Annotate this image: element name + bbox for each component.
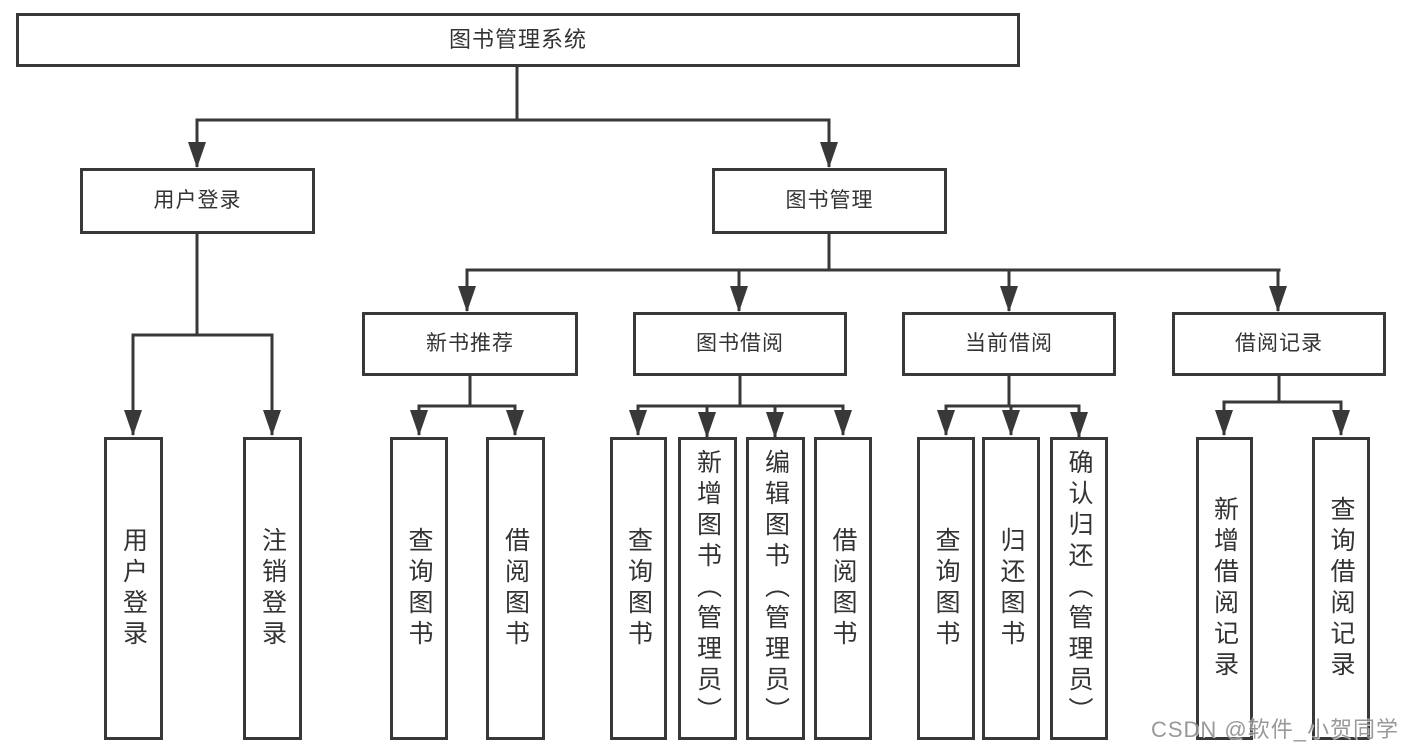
node-library-management-system: 图书管理系统: [16, 13, 1020, 67]
leaf-logout: 注销登录: [243, 437, 302, 740]
node-book-borrowing: 图书借阅: [633, 312, 847, 376]
node-new-book-recommendation: 新书推荐: [362, 312, 578, 376]
node-borrowing-records: 借阅记录: [1172, 312, 1386, 376]
node-current-borrowing: 当前借阅: [902, 312, 1116, 376]
csdn-watermark: CSDN @软件_小贺同学: [1150, 717, 1399, 742]
leaf-borrow-books-recommend: 借阅图书: [486, 437, 545, 740]
leaf-borrow-books-borrowing: 借阅图书: [814, 437, 872, 740]
leaf-query-books-recommend: 查询图书: [390, 437, 448, 740]
leaf-add-borrow-record: 新增借阅记录: [1196, 437, 1253, 740]
leaf-query-books-current: 查询图书: [917, 437, 975, 740]
leaf-add-book-admin: 新增图书（管理员）: [678, 437, 737, 740]
leaf-query-borrow-record: 查询借阅记录: [1312, 437, 1370, 740]
leaf-edit-book-admin: 编辑图书（管理员）: [746, 437, 805, 740]
node-book-management: 图书管理: [712, 168, 947, 234]
leaf-query-books-borrowing: 查询图书: [610, 437, 667, 740]
leaf-return-book: 归还图书: [982, 437, 1040, 740]
leaf-confirm-return-admin: 确认归还（管理员）: [1050, 437, 1108, 740]
leaf-user-login: 用户登录: [104, 437, 163, 740]
node-user-login: 用户登录: [80, 168, 315, 234]
